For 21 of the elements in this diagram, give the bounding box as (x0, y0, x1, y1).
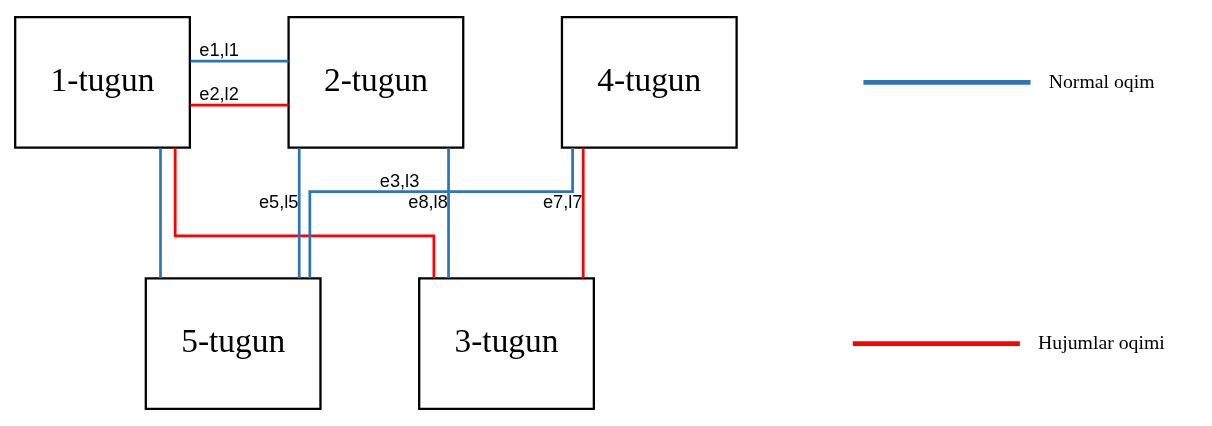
edge-label: e2,l2 (199, 84, 239, 104)
connector (447, 148, 450, 279)
edge-label: e7,l7 (542, 192, 583, 213)
edge-label: e8,l8 (408, 192, 448, 213)
connector (581, 148, 585, 279)
legend-label: Hujumlar oqimi (1038, 330, 1165, 353)
node-box: 2-tugun (287, 15, 465, 149)
node-box: 3-tugun (418, 277, 595, 411)
node-box: 5-tugun (144, 277, 322, 411)
connector (190, 103, 289, 107)
connector (173, 147, 436, 278)
connector (297, 148, 301, 279)
node-box: 4-tugun (560, 15, 738, 149)
legend-label: Normal oqim (1048, 69, 1155, 92)
connector (190, 59, 289, 63)
connector (308, 147, 574, 278)
node-box: 1-tugun (14, 15, 191, 149)
edge-label: e3,l3 (379, 170, 420, 191)
connector (159, 148, 162, 279)
edge-label: e1,l1 (199, 39, 239, 60)
edge-label: e5,l5 (258, 192, 299, 213)
